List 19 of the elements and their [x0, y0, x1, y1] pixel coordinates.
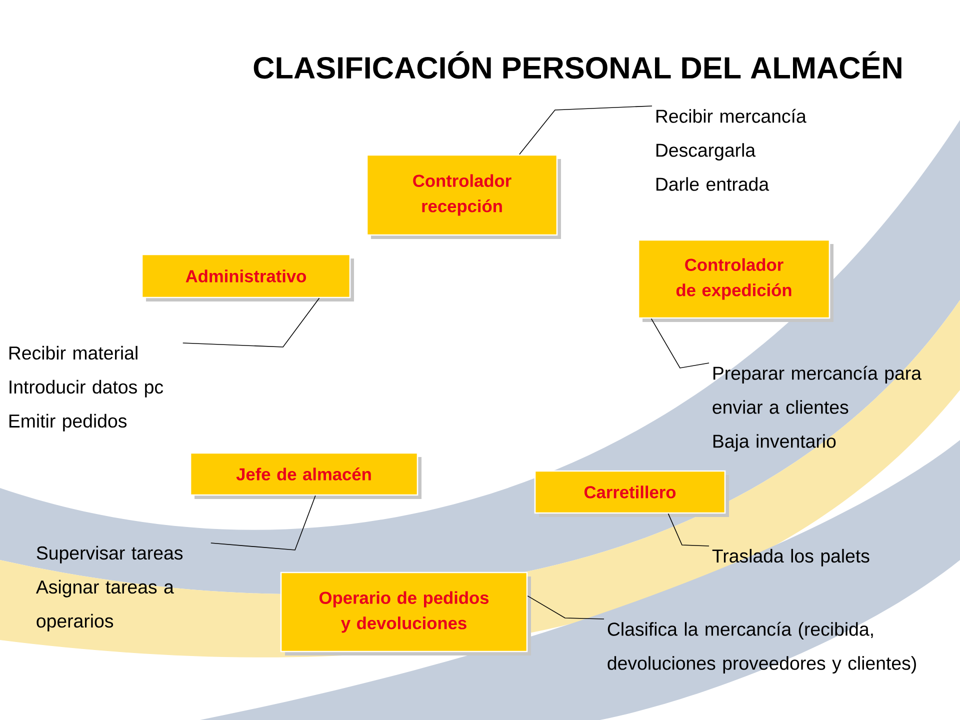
- leader-line: [210, 495, 316, 550]
- role-box: Jefe de almacén: [190, 452, 422, 499]
- task-list: Supervisar tareas Asignar tareas a operarios: [36, 546, 183, 632]
- role-box: Carretillero: [534, 470, 729, 517]
- leader-line: [650, 318, 710, 368]
- task-list: Clasifica la mercancía (recibida, devoluciones proveedores y clientes): [608, 622, 916, 674]
- task-list: Recibir material Introducir datos pc Emitir pedidos: [9, 346, 164, 432]
- leader-line: [668, 513, 710, 546]
- leader-line: [527, 596, 604, 620]
- role-box: Operario de pedidos y devoluciones: [280, 572, 531, 656]
- task-list: Preparar mercancía para enviar a clientes Baja inventario: [712, 366, 922, 452]
- role-box: Administrativo: [141, 254, 354, 302]
- role-box: Controlador de expedición: [638, 239, 834, 322]
- role-box: Controlador recepción: [366, 154, 561, 239]
- task-list: Recibir mercancía Descargarla Darle entrada: [656, 108, 806, 191]
- title: CLASIFICACIÓN PERSONAL DEL ALMACÉN: [254, 51, 902, 79]
- leader-line: [182, 298, 320, 348]
- task-list: Traslada los palets: [712, 548, 870, 566]
- leader-line: [519, 106, 652, 155]
